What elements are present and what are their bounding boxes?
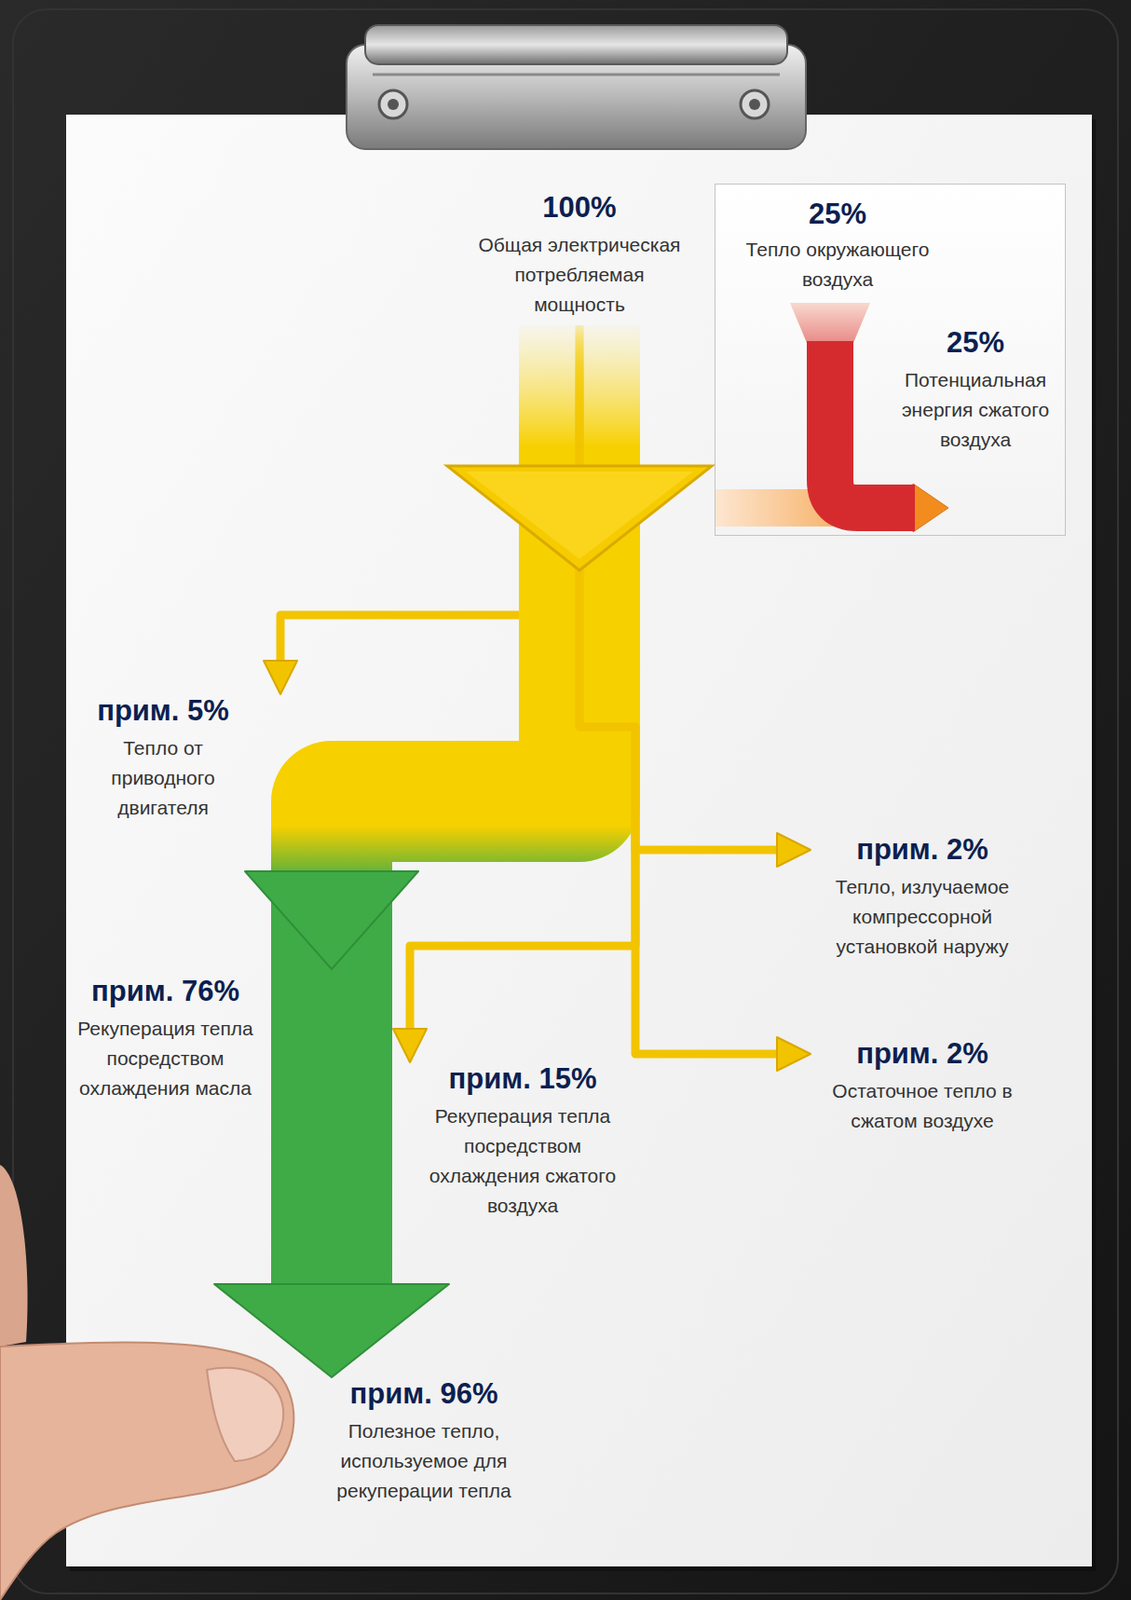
thumb-nail <box>206 1367 284 1461</box>
ambient-heat-funnel <box>790 302 871 343</box>
useful-heat-band <box>214 1108 450 1377</box>
flow-label: прим. 76% Рекуперация тепла посредством о… <box>65 968 420 1109</box>
percent-value: 25% <box>900 326 1050 360</box>
clip-rivet-hole <box>749 98 761 110</box>
result-label: прим. 96% Полезное тепло, используемое дл… <box>298 1376 550 1512</box>
clip-rivet <box>379 90 408 119</box>
arrowhead <box>245 871 419 969</box>
heat-flow-arrow <box>579 325 811 1071</box>
thumb <box>0 1342 294 1600</box>
clip-hinge <box>372 73 780 77</box>
arrowhead <box>263 660 298 695</box>
source-label: 100% Общая электрическая потребляемая мощ… <box>472 190 687 326</box>
flow-band <box>331 325 580 872</box>
main-heat-band <box>245 325 580 969</box>
flow-description: Тепло, излучаемое компрессорной установк… <box>822 872 1023 962</box>
percent-value: прим. 5% <box>74 694 252 728</box>
flow-band <box>271 1108 393 1284</box>
percent-value: прим. 2% <box>822 832 1023 867</box>
arrowhead <box>776 1036 811 1071</box>
inset-panel: 25%Тепло окружающего воздуха25%Потенциал… <box>714 183 1066 536</box>
flow-label: прим. 15% Рекуперация тепла посредством о… <box>395 1062 650 1227</box>
compressed-air-arrowhead <box>912 483 949 532</box>
percent-value: прим. 76% <box>65 974 266 1009</box>
percent-value: прим. 15% <box>418 1062 628 1096</box>
arrowhead <box>393 1028 427 1063</box>
arrowhead <box>776 832 811 867</box>
flow-description: Тепло от приводного двигателя <box>74 733 252 823</box>
flow-description: Тепло окружающего воздуха <box>725 234 950 295</box>
hand-edge <box>0 1164 28 1347</box>
clip-rivet-hole <box>387 98 399 110</box>
flow-description: Полезное тепло, используемое для рекупер… <box>321 1416 527 1506</box>
percent-value: прим. 2% <box>822 1036 1023 1071</box>
flow-description: Остаточное тепло в сжатом воздухе <box>822 1076 1023 1136</box>
inset-ground <box>714 183 1066 536</box>
clip-lever <box>365 25 788 65</box>
percent-value: прим. 96% <box>321 1376 527 1411</box>
flow-label: прим. 5% Тепло от приводного двигателя <box>74 694 299 829</box>
flow-band <box>409 325 636 1029</box>
flow-label: прим. 2% Тепло, излучаемое компрессорной … <box>810 832 1035 968</box>
flow-description: Общая электрическая потребляемая мощност… <box>476 230 682 320</box>
flow-description: Рекуперация тепла посредством охлаждения… <box>418 1101 628 1221</box>
flow-description: Потенциальная энергия сжатого воздуха <box>886 365 1064 455</box>
heat-flow-arrow <box>393 325 636 1063</box>
trunk-arrowhead <box>447 465 712 571</box>
flow-description: Рекуперация тепла посредством охлаждения… <box>65 1013 266 1104</box>
ambient-heat-band <box>830 340 915 508</box>
trunk-arrowhead-highlight <box>465 471 694 559</box>
clip-rivet <box>740 90 769 119</box>
percent-value: 25% <box>744 197 931 232</box>
flow-label: прим. 2% Остаточное тепло в сжатом воздух… <box>810 1036 1035 1142</box>
percent-value: 100% <box>476 190 682 225</box>
